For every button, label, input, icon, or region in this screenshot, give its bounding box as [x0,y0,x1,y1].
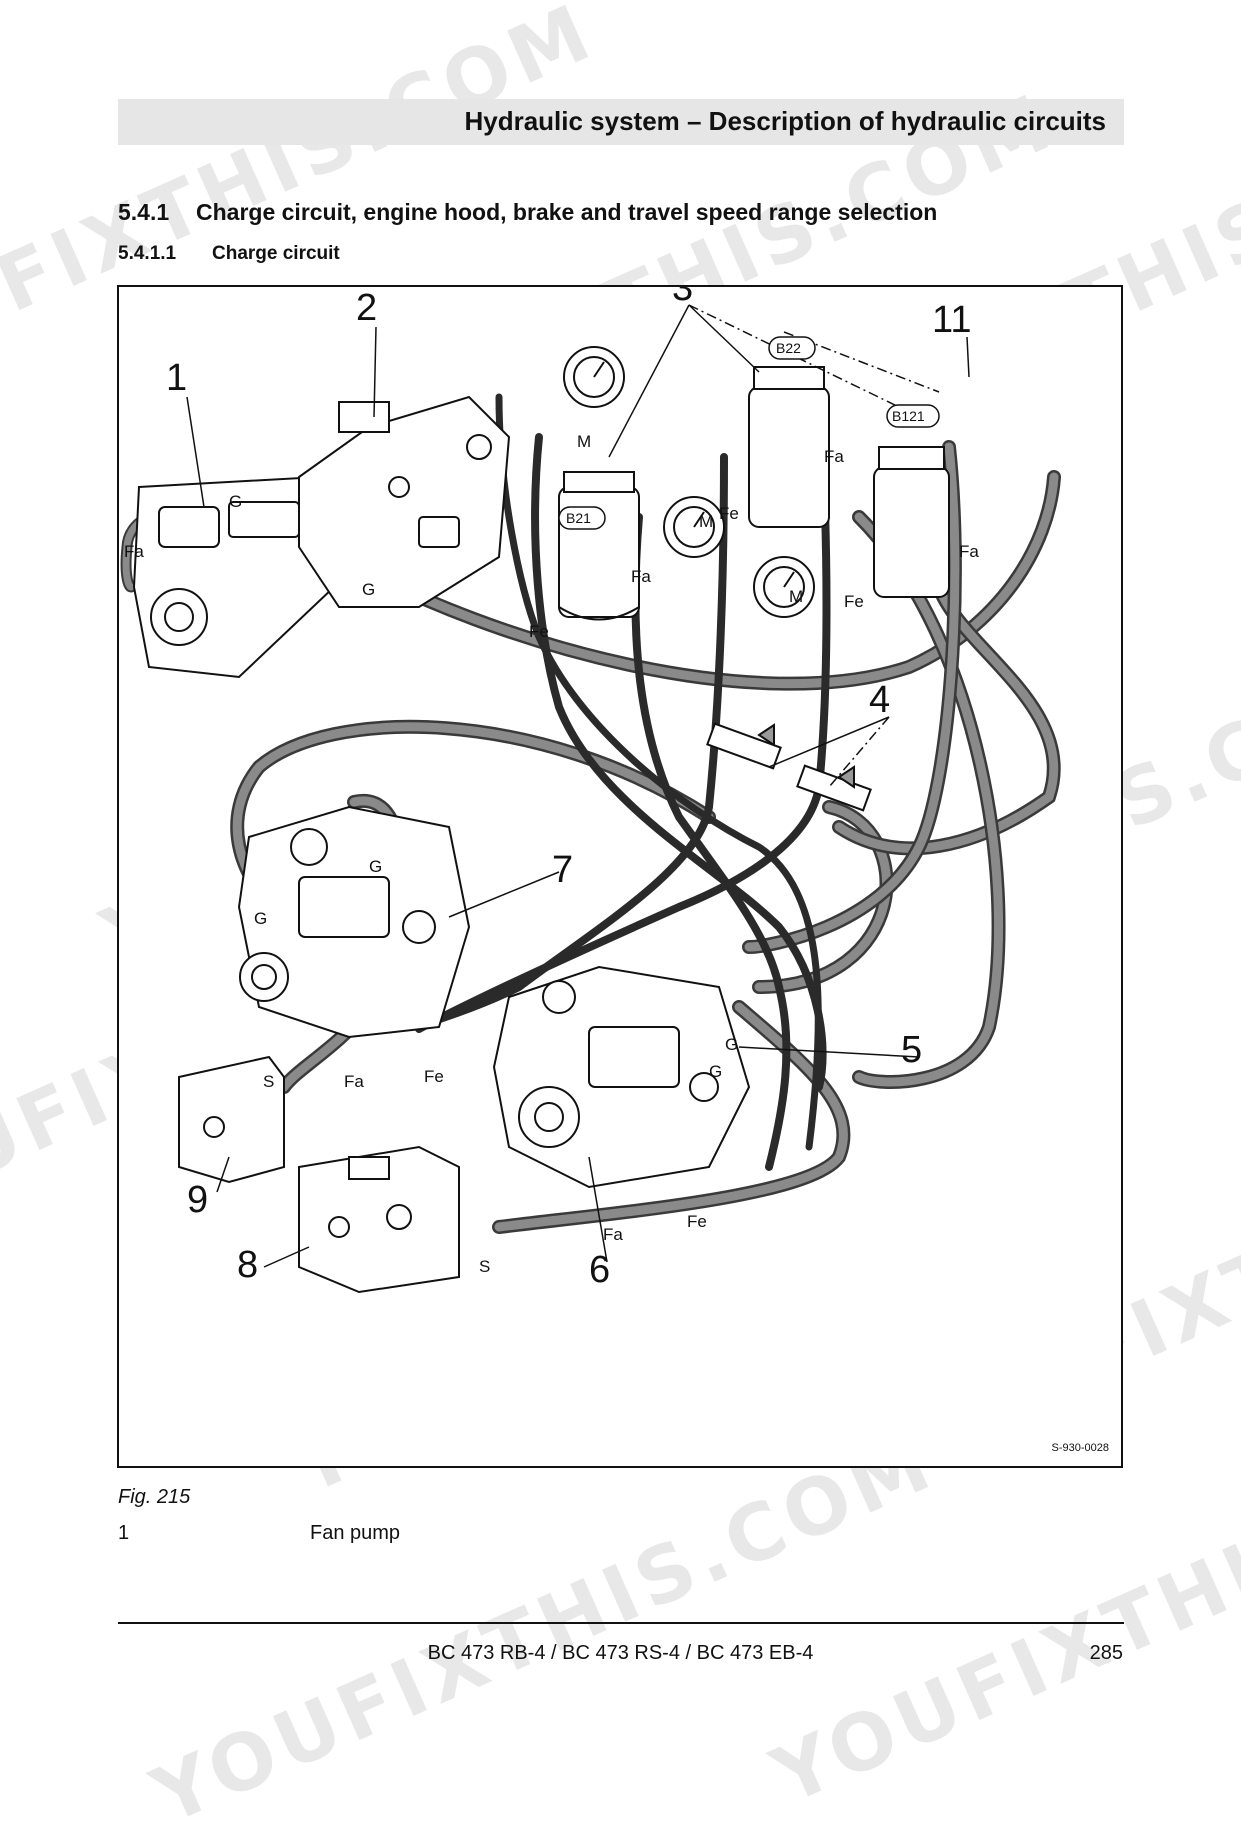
section-title: Charge circuit, engine hood, brake and t… [196,199,938,225]
figure-caption: Fig. 215 [118,1486,191,1508]
subsection-title: Charge circuit [212,243,340,264]
label-fe: Fe [719,504,739,523]
callout-2: 2 [356,287,377,329]
label-fa: Fa [124,542,144,561]
section-heading: 5.4.1 Charge circuit, engine hood, brake … [118,199,937,226]
label-m: M [577,432,591,451]
hydraulic-diagram: 1 2 3 4 5 6 7 8 9 11 G Fa G M Fa Fe M Fe… [120,287,1061,1294]
valve-block-9 [178,1055,285,1184]
label-fa: Fa [631,567,651,586]
label-m: M [699,512,713,531]
label-g: G [725,1035,738,1054]
callouts: 1 2 3 4 5 6 7 8 9 11 [166,287,971,1291]
tag-b121: B121 [892,408,925,424]
hydraulic-diagram-figure: 1 2 3 4 5 6 7 8 9 11 G Fa G M Fa Fe M Fe… [117,285,1123,1468]
callout-11: 11 [932,299,971,341]
legend-text: Fan pump [310,1522,401,1544]
label-s: S [479,1257,490,1276]
hose [494,1002,848,1232]
callout-4: 4 [869,679,890,721]
label-fe: Fe [424,1067,444,1086]
callout-8: 8 [237,1244,258,1286]
filter-b22 [748,366,830,528]
tag-b22: B22 [776,340,801,356]
filter-b121 [873,446,950,598]
label-m: M [789,587,803,606]
hose [854,512,1004,1087]
label-fa: Fa [824,447,844,466]
callout-1: 1 [166,357,187,399]
hose [415,383,831,1033]
hose [334,472,1059,689]
label-g: G [362,580,375,599]
hose [531,433,827,1091]
label-fa: Fa [603,1225,623,1244]
label-g: G [369,857,382,876]
label-g: G [709,1062,722,1081]
label-fa: Fa [959,542,979,561]
valve-block-8 [298,1145,460,1294]
label-g: G [254,909,267,928]
subsection-heading: 5.4.1.1 Charge circuit [118,243,340,265]
label-s: S [263,1072,274,1091]
label-g: G [229,492,242,511]
footer-model: BC 473 RB-4 / BC 473 RS-4 / BC 473 EB-4 [427,1642,814,1664]
line-labels: G Fa G M Fa Fe M Fe Fa M Fe Fa G G S Fa … [124,432,979,1276]
quick-couplings [706,722,872,812]
callout-7: 7 [552,849,573,891]
hose [744,442,960,952]
page-header-title: Hydraulic system – Description of hydrau… [464,106,1106,136]
figure-code: S-930-0028 [1051,1442,1110,1454]
label-fa: Fa [344,1072,364,1091]
page-header: Hydraulic system – Description of hydrau… [118,99,1124,145]
footer-divider [118,1622,1124,1624]
hose [405,453,728,1031]
callout-6: 6 [589,1249,610,1291]
label-fe: Fe [844,592,864,611]
filter-b21 [558,471,640,621]
tag-b21: B21 [566,510,591,526]
page-number: 285 [1089,1642,1123,1664]
travel-pump [298,395,511,608]
subsection-number: 5.4.1.1 [118,243,177,264]
callout-9: 9 [187,1179,208,1221]
callout-3: 3 [672,287,693,309]
sensor-tags: B21 B22 B121 [558,336,940,530]
hose [495,393,822,1151]
legend-number: 1 [118,1522,130,1544]
label-fe: Fe [529,622,549,641]
pressure-gauges [563,346,815,618]
hose [232,722,714,917]
hoses [120,383,1061,1234]
components [132,346,950,1294]
callout-5: 5 [901,1029,922,1071]
leader-lines [186,304,970,1268]
label-fe: Fe [687,1212,707,1231]
section-number: 5.4.1 [118,199,170,225]
